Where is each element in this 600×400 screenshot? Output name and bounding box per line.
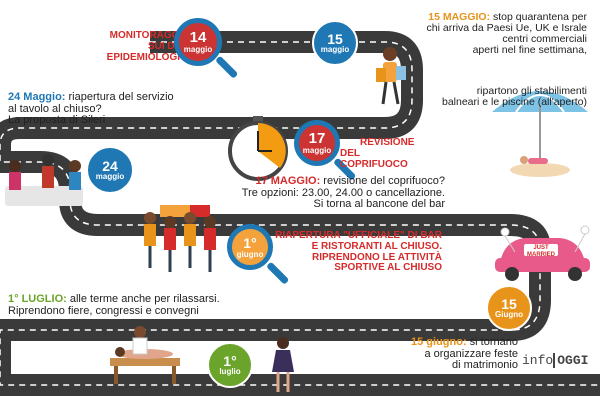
date-17-maggio: 17 MAGGIO:: [255, 175, 321, 187]
road-centerline: [0, 41, 600, 386]
month-14: maggio: [183, 45, 213, 54]
title-17-maggio: REVISIONE DEL COPRIFUOCO: [340, 137, 415, 170]
text-17-maggio: 17 MAGGIO: revisione del coprifuoco? Tre…: [241, 175, 445, 211]
wedding-car-illustration: [495, 225, 590, 281]
magnifier-1-giugno: 1° giugno: [227, 224, 273, 270]
text-24-maggio: 24 Maggio: riapertura del servizio al ta…: [8, 91, 174, 127]
text-1-luglio: 1° LUGLIO: alle terme anche per rilassar…: [8, 293, 220, 317]
bubble-15-maggio: 15 maggio: [312, 20, 358, 66]
title-1-giugno: RIAPERTURA "UFFICIALE" DI BAR E RISTORAN…: [275, 230, 442, 274]
magnifier-17-maggio: 17 maggio: [294, 120, 340, 166]
umbrella-illustration: [492, 91, 588, 177]
day-1-giugno: 1°: [243, 234, 257, 251]
fans-illustration: [144, 205, 216, 272]
magnifier-14-maggio: 14 maggio: [174, 18, 222, 66]
car-sign: JUST MARRIED: [527, 245, 555, 258]
date-15-maggio: 15 MAGGIO:: [428, 11, 491, 23]
spa-illustration: [110, 326, 180, 384]
month-1-giugno: giugno: [236, 249, 264, 259]
logo-part2: OGGI: [553, 353, 589, 368]
text-15-maggio: 15 MAGGIO: stop quarantena per chi arriv…: [426, 11, 587, 109]
bubble-15-giugno: 15 Giugno: [486, 285, 532, 331]
text-15-giugno: 15 giugno: si tornano a organizzare fest…: [411, 336, 518, 372]
day-17: 17: [308, 130, 326, 147]
month-17: maggio: [302, 146, 332, 155]
day-14: 14: [189, 29, 207, 46]
date-1-luglio: 1° LUGLIO:: [8, 293, 67, 305]
date-15-giugno: 15 giugno:: [411, 336, 467, 348]
bubble-24-maggio: 24 maggio: [86, 146, 134, 194]
bubble-1-luglio: 1° luglio: [207, 342, 253, 388]
date-24-maggio: 24 Maggio:: [8, 91, 66, 103]
restaurant-illustration: [5, 154, 83, 206]
title-14-maggio: MONITORAGGIO SUI DATI EPIDEMIOLOGICI: [106, 30, 190, 63]
logo-part1: info: [522, 353, 554, 368]
woman-illustration: [272, 337, 294, 392]
stopwatch-illustration: [228, 116, 288, 181]
shopper-illustration: [376, 47, 406, 105]
